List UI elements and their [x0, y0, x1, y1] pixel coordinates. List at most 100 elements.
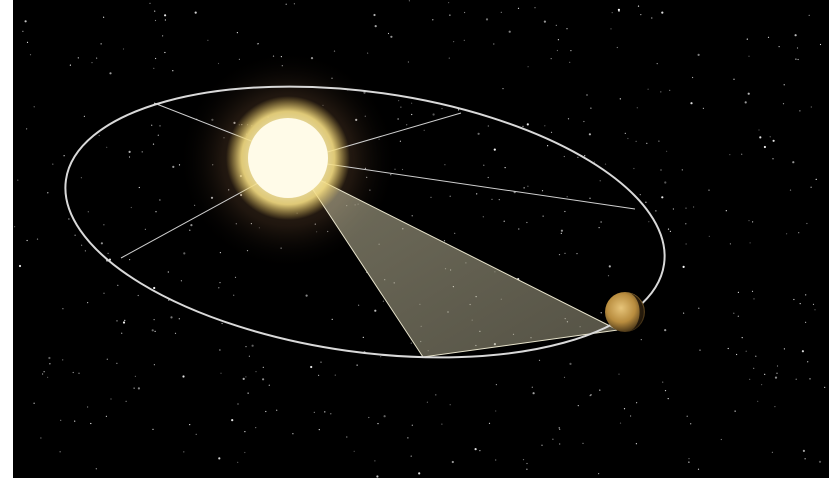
star-dot: [664, 181, 667, 184]
star-dot: [590, 107, 592, 109]
star-dot: [170, 316, 173, 319]
star-dot: [453, 41, 455, 43]
star-dot: [560, 232, 562, 234]
star-dot: [759, 136, 762, 139]
star-dot: [527, 66, 529, 68]
star-dot: [685, 223, 687, 225]
star-dot: [547, 145, 549, 147]
star-dot: [448, 1, 450, 4]
star-dot: [220, 372, 222, 374]
star-dot: [518, 228, 520, 230]
star-dot: [734, 410, 736, 412]
star-dot: [477, 132, 480, 135]
star-dot: [103, 292, 105, 294]
star-dot: [255, 427, 257, 429]
star-dot: [190, 224, 193, 227]
star-dot: [640, 14, 642, 16]
star-dot: [648, 221, 650, 223]
star-dot: [154, 19, 157, 22]
star-dot: [805, 294, 807, 296]
star-dot: [100, 242, 103, 245]
star-dot: [72, 371, 74, 374]
planet-shadow: [630, 293, 644, 331]
star-dot: [377, 423, 379, 425]
star-dot: [526, 221, 528, 224]
star-dot: [737, 291, 740, 293]
star-dot: [818, 460, 822, 463]
star-dot: [796, 47, 799, 49]
star-dot: [331, 318, 333, 320]
star-dot: [356, 364, 358, 366]
star-dot: [426, 401, 428, 403]
star-dot: [693, 206, 695, 208]
star-dot: [801, 350, 805, 353]
star-dot: [149, 2, 151, 4]
star-dot: [720, 438, 722, 441]
star-dot: [589, 395, 591, 397]
star-dot: [686, 415, 688, 417]
star-dot: [47, 192, 49, 194]
star-dot: [764, 373, 766, 375]
star-dot: [736, 353, 738, 356]
star-dot: [380, 356, 382, 358]
star-dot: [245, 376, 247, 378]
star-dot: [387, 32, 390, 35]
star-dot: [194, 11, 197, 14]
star-dot: [164, 51, 166, 54]
star-dot: [747, 92, 750, 95]
star-dot: [397, 118, 399, 120]
star-dot: [457, 109, 460, 111]
star-dot: [172, 70, 174, 72]
star-dot: [151, 124, 153, 126]
star-dot: [444, 164, 446, 166]
star-dot: [487, 176, 489, 179]
star-dot: [558, 254, 561, 256]
star-dot: [105, 415, 107, 417]
star-dot: [106, 146, 108, 148]
star-dot: [661, 11, 664, 14]
star-dot: [786, 233, 788, 235]
sun: [226, 96, 350, 220]
star-dot: [74, 234, 76, 236]
star-dot: [17, 179, 19, 181]
star-dot: [178, 318, 180, 320]
star-dot: [398, 100, 400, 102]
star-dot: [672, 208, 675, 210]
star-dot: [619, 98, 621, 100]
star-dot: [569, 61, 571, 63]
star-dot: [593, 161, 596, 163]
star-dot: [24, 20, 27, 23]
star-dot: [799, 110, 801, 112]
star-dot: [772, 158, 774, 160]
star-dot: [544, 125, 546, 127]
star-dot: [292, 433, 294, 435]
star-dot: [697, 468, 700, 470]
star-dot: [607, 275, 610, 277]
star-dot: [749, 378, 751, 380]
star-dot: [758, 129, 760, 131]
star-dot: [430, 196, 432, 198]
star-dot: [640, 339, 642, 341]
star-dot: [778, 46, 780, 48]
star-dot: [577, 156, 579, 158]
star-dot: [116, 320, 118, 322]
star-dot: [582, 442, 584, 444]
star-dot: [454, 232, 456, 234]
star-dot: [812, 303, 815, 305]
star-dot: [167, 271, 169, 273]
star-dot: [410, 342, 412, 344]
star-dot: [708, 235, 710, 237]
star-dot: [107, 252, 109, 254]
star-dot: [690, 102, 693, 105]
star-dot: [90, 422, 92, 425]
star-dot: [560, 229, 564, 232]
elliptical-orbit: [64, 85, 666, 359]
star-dot: [152, 143, 155, 145]
star-dot: [737, 315, 739, 317]
star-dot: [502, 88, 504, 90]
star-dot: [154, 330, 156, 332]
star-dot: [106, 358, 108, 360]
star-dot: [741, 153, 743, 155]
star-dot: [144, 228, 146, 230]
star-dot: [464, 11, 466, 14]
